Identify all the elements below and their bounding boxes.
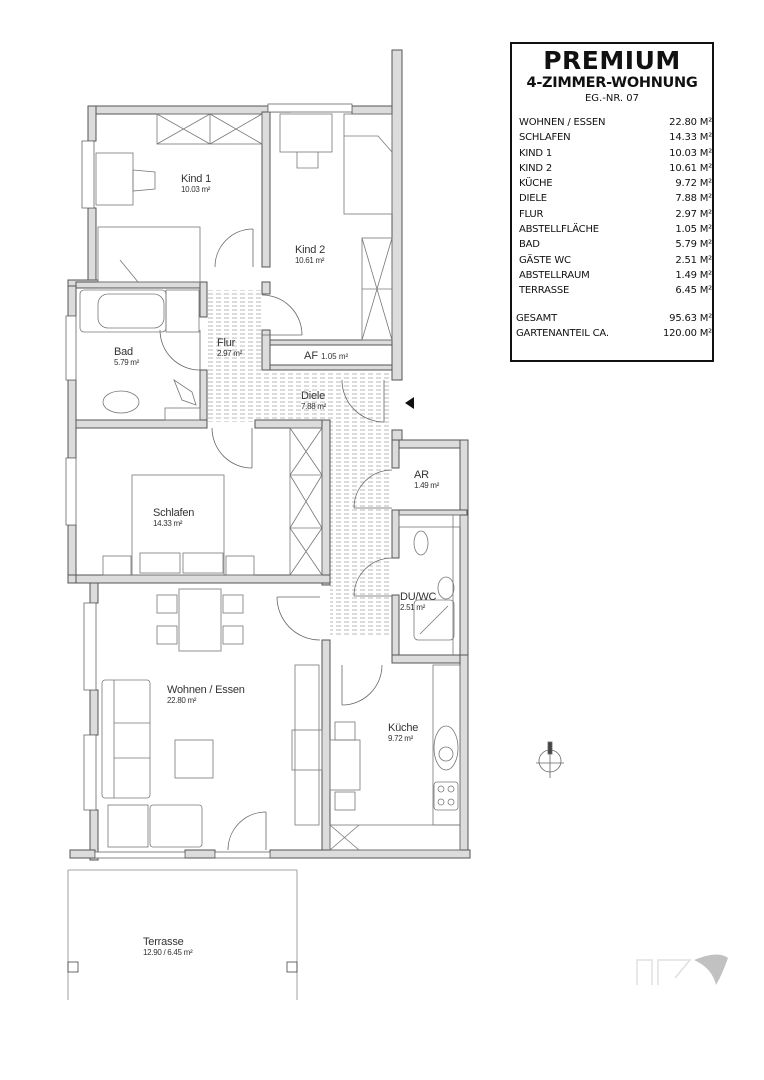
room-area: 7.88 m² bbox=[301, 402, 327, 411]
room-name: Terrasse bbox=[143, 936, 184, 948]
total-row-name: GESAMT bbox=[516, 312, 557, 324]
room-name: AF bbox=[304, 350, 319, 362]
area-row-value: 9.72 M² bbox=[675, 178, 712, 190]
furniture bbox=[79, 113, 461, 851]
area-row-value: 10.61 M² bbox=[669, 162, 712, 174]
area-row-name: SCHLAFEN bbox=[519, 132, 571, 144]
room-label-diele: Diele 7.88 m² bbox=[301, 391, 326, 411]
room-area: 14.33 m² bbox=[153, 519, 183, 528]
room-label-flur: Flur 2.97 m² bbox=[217, 338, 242, 358]
room-area: 10.61 m² bbox=[295, 256, 325, 265]
room-label-terrasse: Terrasse 12.90 / 6.45 m² bbox=[143, 936, 193, 957]
terrace-outline bbox=[67, 869, 298, 1000]
area-row-value: 7.88 M² bbox=[675, 193, 712, 205]
room-name: Diele bbox=[301, 390, 326, 402]
box-subtitle: 4-ZIMMER-WOHNUNG bbox=[526, 75, 698, 91]
hallway-floor bbox=[207, 290, 392, 637]
area-row: TERRASSE 6.45 M² bbox=[516, 283, 712, 298]
area-row-name: KIND 1 bbox=[519, 147, 553, 159]
area-row-name: GÄSTE WC bbox=[519, 254, 571, 266]
room-name: Schlafen bbox=[153, 507, 195, 519]
room-label-kueche: Küche 9.72 m² bbox=[388, 723, 418, 743]
area-row: KÜCHE 9.72 M² bbox=[516, 176, 712, 191]
room-area: 9.72 m² bbox=[388, 734, 414, 743]
unit-number: EG.-NR. 07 bbox=[584, 93, 639, 104]
room-label-ar: AR 1.49 m² bbox=[414, 470, 439, 490]
garden-row: GARTENANTEIL CA. 120.00 M² bbox=[516, 326, 712, 341]
room-label-kind2: Kind 2 10.61 m² bbox=[295, 245, 325, 265]
area-row: DIELE 7.88 M² bbox=[516, 191, 712, 206]
room-name: DU/WC bbox=[400, 591, 437, 603]
area-row: SCHLAFEN 14.33 M² bbox=[516, 130, 712, 145]
area-row-name: ABSTELLRAUM bbox=[519, 269, 590, 281]
room-label-kind1: Kind 1 10.03 m² bbox=[181, 174, 211, 194]
area-row-name: DIELE bbox=[519, 193, 547, 205]
room-area: 1.05 m² bbox=[321, 352, 349, 361]
area-row: GÄSTE WC 2.51 M² bbox=[516, 253, 712, 268]
area-row-value: 10.03 M² bbox=[669, 147, 712, 159]
area-row-name: KÜCHE bbox=[519, 178, 553, 190]
area-row-value: 22.80 M² bbox=[669, 117, 712, 128]
garden-row-value: 120.00 M² bbox=[662, 327, 712, 339]
logo-mark bbox=[636, 954, 728, 985]
room-area: 10.03 m² bbox=[181, 185, 211, 194]
area-row-name: FLUR bbox=[519, 208, 544, 220]
room-label-wohnen: Wohnen / Essen 22.80 m² bbox=[167, 685, 245, 705]
room-area: 2.51 m² bbox=[400, 603, 426, 612]
room-area: 1.49 m² bbox=[414, 481, 440, 490]
room-name: Kind 2 bbox=[295, 244, 325, 256]
area-row-name: WOHNEN / ESSEN bbox=[519, 117, 606, 128]
area-row-name: TERRASSE bbox=[519, 285, 570, 297]
area-row-value: 1.49 M² bbox=[675, 269, 712, 281]
area-row: WOHNEN / ESSEN 22.80 M² bbox=[516, 115, 712, 130]
area-row: BAD 5.79 M² bbox=[516, 237, 712, 252]
north-compass-icon bbox=[536, 741, 564, 778]
room-name: Flur bbox=[217, 337, 236, 349]
area-row: KIND 2 10.61 M² bbox=[516, 161, 712, 176]
area-row-name: KIND 2 bbox=[519, 162, 553, 174]
entrance-arrow-icon bbox=[405, 397, 414, 409]
box-title: PREMIUM bbox=[543, 46, 681, 75]
area-row-value: 14.33 M² bbox=[669, 132, 712, 144]
room-area: 2.97 m² bbox=[217, 349, 243, 358]
room-area: 12.90 / 6.45 m² bbox=[143, 948, 193, 957]
area-row-value: 2.51 M² bbox=[675, 254, 712, 266]
area-row-name: BAD bbox=[519, 239, 540, 251]
area-summary-box: PREMIUM 4-ZIMMER-WOHNUNG EG.-NR. 07 WOHN… bbox=[510, 42, 714, 362]
total-row-value: 95.63 M² bbox=[669, 312, 712, 324]
area-row: ABSTELLRAUM 1.49 M² bbox=[516, 268, 712, 283]
room-area: 22.80 m² bbox=[167, 696, 197, 705]
room-label-bad: Bad 5.79 m² bbox=[114, 347, 139, 367]
area-row: ABSTELLFLÄCHE 1.05 M² bbox=[516, 222, 712, 237]
spacer bbox=[516, 299, 712, 311]
area-row-value: 5.79 M² bbox=[675, 239, 712, 251]
area-row: KIND 1 10.03 M² bbox=[516, 146, 712, 161]
room-name: Küche bbox=[388, 722, 419, 734]
area-row-name: ABSTELLFLÄCHE bbox=[519, 224, 599, 236]
garden-row-name: GARTENANTEIL CA. bbox=[516, 327, 609, 339]
windows bbox=[65, 103, 353, 859]
room-name: Wohnen / Essen bbox=[167, 684, 245, 696]
room-name: Bad bbox=[114, 346, 133, 358]
room-label-schlafen: Schlafen 14.33 m² bbox=[153, 508, 194, 528]
room-label-duwc: DU/WC 2.51 m² bbox=[400, 592, 436, 612]
area-row: FLUR 2.97 M² bbox=[516, 207, 712, 222]
area-row-value: 1.05 M² bbox=[675, 224, 712, 236]
total-row: GESAMT 95.63 M² bbox=[516, 311, 712, 326]
room-area: 5.79 m² bbox=[114, 358, 140, 367]
area-row-value: 2.97 M² bbox=[675, 208, 712, 220]
doors bbox=[159, 228, 393, 851]
area-row-value: 6.45 M² bbox=[675, 285, 712, 297]
room-name: Kind 1 bbox=[181, 173, 211, 185]
room-name: AR bbox=[414, 469, 429, 481]
